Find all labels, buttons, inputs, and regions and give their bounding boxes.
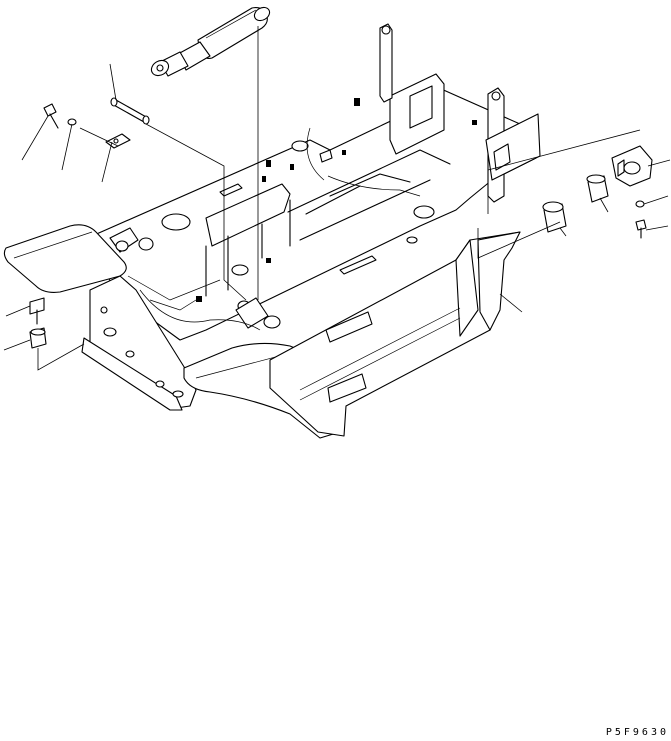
bushing-large [543,202,566,232]
washer-right [636,201,644,207]
bottom-left-nut [30,328,46,348]
bushing-small [587,175,608,202]
pivot-bracket [612,146,652,186]
bolt-right [636,220,646,238]
bolt-small [44,104,58,128]
leader-lines [4,26,670,370]
figure-code: P5F9630 [605,727,669,738]
main-frame [92,24,540,382]
side-tank [270,232,520,436]
hydraulic-cylinder [149,5,272,79]
front-lower-frame [82,276,196,410]
mounting-pin [111,98,149,124]
bottom-left-bolt [30,298,44,324]
